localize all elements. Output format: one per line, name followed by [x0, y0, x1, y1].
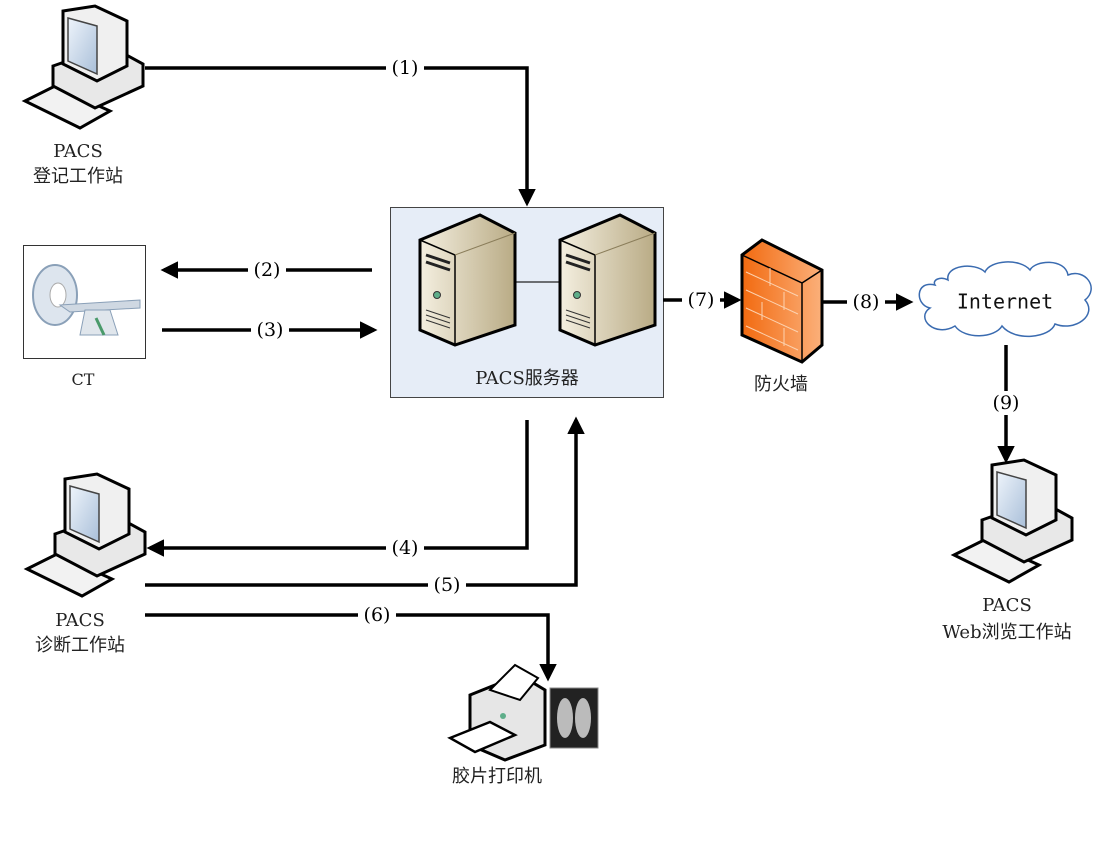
connection-5: (5) [145, 416, 585, 597]
registration-workstation-icon [23, 4, 145, 130]
xray-film-icon [549, 687, 599, 749]
connection-7: (7) [663, 288, 742, 312]
connection-label: (9) [993, 392, 1020, 414]
diagnosis-label-1: PACS [55, 610, 105, 631]
connection-label: (7) [688, 289, 715, 311]
connection-label: (6) [364, 604, 391, 626]
firewall-icon [740, 238, 824, 364]
connection-8: (8) [822, 290, 914, 314]
connection-label: (1) [392, 57, 419, 79]
web-label-2: Web浏览工作站 [942, 622, 1071, 643]
internet-cloud-icon [918, 261, 1092, 338]
connection-4: (4) [146, 420, 529, 560]
server-icon [418, 213, 517, 347]
printer-label: 胶片打印机 [452, 766, 542, 787]
registration-label-1: PACS [53, 141, 103, 162]
firewall-label: 防火墙 [754, 374, 808, 395]
web-workstation-icon [952, 458, 1074, 584]
connection-label: (8) [853, 291, 880, 313]
diagnosis-workstation-icon [25, 472, 147, 598]
connection-label: (2) [254, 259, 281, 281]
diagnosis-label-2: 诊断工作站 [35, 635, 125, 656]
film-printer-icon [447, 663, 547, 762]
server-icon [558, 213, 657, 347]
connection-label: (5) [434, 574, 461, 596]
connection-9: (9) [987, 345, 1025, 464]
connection-3: (3) [162, 318, 378, 342]
connection-1: (1) [145, 56, 536, 207]
web-label-1: PACS [982, 595, 1032, 616]
server-label: PACS服务器 [475, 368, 579, 389]
registration-label-2: 登记工作站 [33, 166, 123, 187]
ct-scanner-icon [23, 245, 146, 359]
connection-label: (3) [257, 319, 284, 341]
connection-2: (2) [160, 258, 372, 282]
ct-label: CT [72, 370, 95, 389]
connection-label: (4) [392, 537, 419, 559]
connection-6: (6) [145, 603, 557, 682]
internet-label: Internet [957, 290, 1053, 314]
